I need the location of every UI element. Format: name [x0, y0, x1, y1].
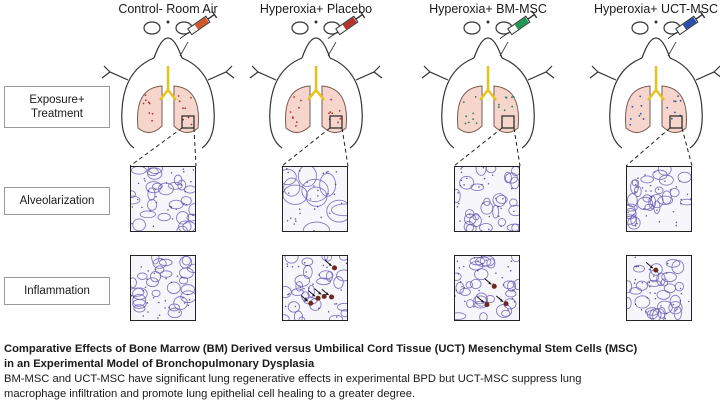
histology-inflammation-control	[130, 255, 196, 321]
row-label-exposure: Exposure+ Treatment	[4, 86, 110, 128]
syringe-icon	[179, 10, 218, 40]
mouse-2	[421, 10, 555, 167]
histology-alveolarization-placebo	[282, 166, 348, 232]
histology-inflammation-bm-msc	[454, 255, 520, 321]
caption-title-line2: in an Experimental Model of Bronchopulmo…	[4, 358, 315, 370]
histology-alveolarization-control	[130, 166, 196, 232]
histology-inflammation-placebo	[282, 255, 348, 321]
row-label-exposure-line1: Exposure+	[29, 93, 85, 106]
row-label-alveolarization: Alveolarization	[4, 187, 110, 215]
histology-alveolarization-uct-msc	[626, 166, 692, 232]
figure-caption: Comparative Effects of Bone Marrow (BM) …	[4, 342, 716, 402]
column-title-control: Control- Room Air	[118, 2, 218, 16]
histology-inflammation-uct-msc	[626, 255, 692, 321]
row-label-exposure-line2: Treatment	[31, 108, 83, 120]
column-title-uct-msc: Hyperoxia+ UCT-MSC	[594, 2, 718, 16]
syringe-icon	[327, 10, 366, 40]
column-title-placebo: Hyperoxia+ Placebo	[259, 2, 373, 16]
mouse-illustrations	[101, 10, 720, 167]
syringe-icon	[667, 10, 706, 40]
caption-body-line1: BM-MSC and UCT-MSC have significant lung…	[4, 373, 582, 385]
histology-alveolarization-bm-msc	[454, 166, 520, 232]
row-label-inflammation: Inflammation	[4, 277, 110, 305]
caption-body-line2: macrophage infiltration and promote lung…	[4, 388, 416, 400]
caption-title-line1: Comparative Effects of Bone Marrow (BM) …	[4, 343, 638, 355]
syringe-icon	[499, 10, 538, 40]
mouse-0	[101, 10, 235, 167]
column-title-bm-msc: Hyperoxia+ BM-MSC	[429, 2, 547, 16]
mouse-3	[589, 10, 720, 167]
mouse-1	[249, 10, 383, 167]
